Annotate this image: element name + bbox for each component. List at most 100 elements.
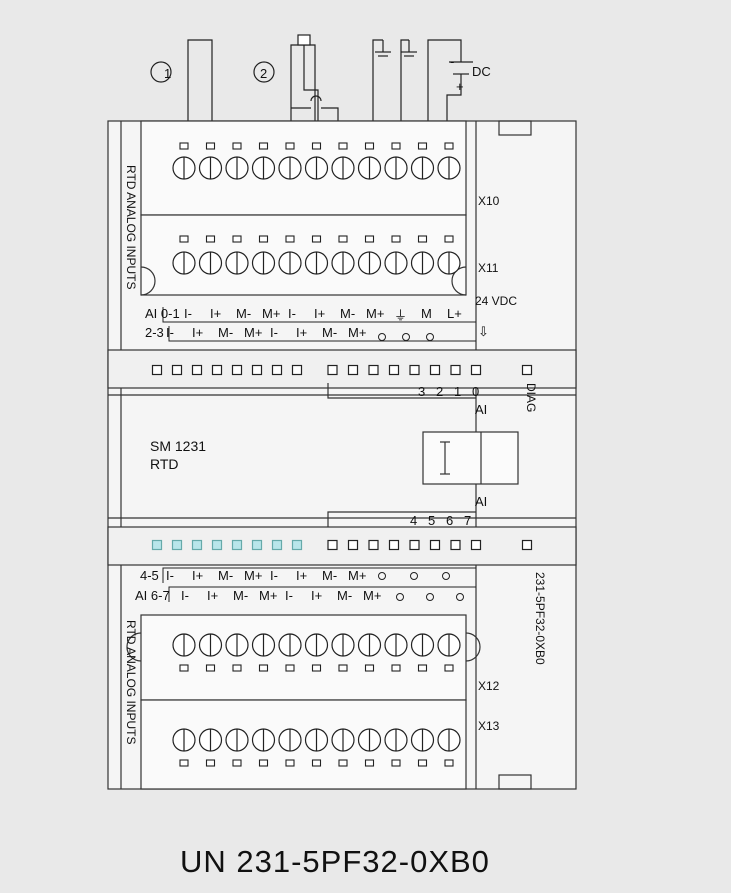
x12-terminal[interactable] xyxy=(198,633,223,672)
x10-terminal[interactable] xyxy=(225,142,249,180)
x10-terminal[interactable] xyxy=(331,142,355,180)
terminal-label: I- xyxy=(288,306,296,321)
ground-icon: ⏚ xyxy=(394,308,407,323)
terminal-label: M- xyxy=(322,568,337,583)
terminal-label: M- xyxy=(218,568,233,583)
x12-terminal[interactable] xyxy=(172,633,196,672)
terminal-label: I+ xyxy=(296,325,307,340)
status-led xyxy=(409,364,420,376)
x11-terminal[interactable] xyxy=(410,235,435,275)
status-led xyxy=(521,364,533,376)
status-led xyxy=(388,364,400,376)
dc-label: DC xyxy=(472,64,491,79)
field-wiring xyxy=(187,34,473,140)
channel-number: 6 xyxy=(446,513,453,528)
x11-terminal[interactable] xyxy=(278,235,302,275)
status-led xyxy=(470,539,482,551)
terminal-labels-ai01: I-I+M-M+I-I+M-M+ xyxy=(184,306,384,321)
terminal-label: I- xyxy=(181,588,189,603)
x12-terminal[interactable] xyxy=(384,633,408,672)
status-led xyxy=(470,364,482,376)
status-led xyxy=(368,539,379,551)
x10-terminal[interactable] xyxy=(251,142,276,180)
terminal-label: I- xyxy=(270,568,278,583)
status-led xyxy=(171,364,183,376)
x13-terminal[interactable] xyxy=(331,728,355,767)
upper-label-frames xyxy=(162,307,476,602)
channel-number: 7 xyxy=(464,513,471,528)
status-led xyxy=(327,364,338,376)
channel-number: 2 xyxy=(436,384,443,399)
terminal-label: I- xyxy=(270,325,278,340)
terminal-label: I+ xyxy=(192,568,203,583)
x13-terminal[interactable] xyxy=(437,728,461,767)
terminal-label: I- xyxy=(184,306,192,321)
terminal-label: I+ xyxy=(311,588,322,603)
connector-x13: X13 xyxy=(478,719,500,733)
x13-terminal[interactable] xyxy=(251,728,276,767)
x10-terminal[interactable] xyxy=(198,142,223,180)
status-led xyxy=(151,364,163,376)
x13-terminal[interactable] xyxy=(198,728,223,767)
x13-terminal[interactable] xyxy=(384,728,408,767)
x12-terminal[interactable] xyxy=(225,633,249,672)
terminal-label: I- xyxy=(166,568,174,583)
x13-terminal[interactable] xyxy=(172,728,196,767)
module-type: RTD xyxy=(150,456,179,472)
callout-2-label: 2 xyxy=(260,66,267,81)
status-led xyxy=(409,539,420,551)
x12-terminal[interactable] xyxy=(251,633,276,672)
row-label-ai01: AI 0-1 xyxy=(145,306,180,321)
x12-terminal[interactable] xyxy=(304,633,329,672)
x12-terminal[interactable] xyxy=(278,633,302,672)
x11-terminal[interactable] xyxy=(357,235,382,275)
channel-number: 3 xyxy=(418,384,425,399)
x13-terminal[interactable] xyxy=(410,728,435,767)
row-label-45: 4-5 xyxy=(140,568,159,583)
status-led xyxy=(211,539,223,551)
x11-terminal[interactable] xyxy=(331,235,355,275)
x13-terminal[interactable] xyxy=(225,728,249,767)
x12-terminal[interactable] xyxy=(437,633,461,672)
x12-terminal[interactable] xyxy=(331,633,355,672)
side-label-upper: RTD ANALOG INPUTS xyxy=(124,165,138,289)
status-led xyxy=(171,539,183,551)
x11-terminal[interactable] xyxy=(198,235,223,275)
x12-terminal[interactable] xyxy=(357,633,382,672)
x10-terminal[interactable] xyxy=(278,142,302,180)
callout-1-label: 1 xyxy=(164,66,171,81)
terminal-labels-23: I-I+M-M+I-I+M-M+ xyxy=(166,325,366,340)
x10-terminal[interactable] xyxy=(172,142,196,180)
x11-terminal[interactable] xyxy=(384,235,408,275)
terminal-labels-ai67: I-I+M-M+I-I+M-M+ xyxy=(181,588,464,603)
unused-terminal-dot xyxy=(410,572,418,580)
dc-plus: + xyxy=(456,79,464,94)
x11-terminal[interactable] xyxy=(437,235,461,275)
channel-number: 5 xyxy=(428,513,435,528)
status-led xyxy=(327,539,338,551)
x10-terminal[interactable] xyxy=(357,142,382,180)
status-led xyxy=(388,539,400,551)
x10-terminal[interactable] xyxy=(410,142,435,180)
terminal-block-x11 xyxy=(172,235,461,275)
status-led xyxy=(191,364,203,376)
dc-minus: - xyxy=(450,54,454,69)
x11-terminal[interactable] xyxy=(172,235,196,275)
x10-terminal[interactable] xyxy=(384,142,408,180)
status-led xyxy=(291,539,303,551)
x13-terminal[interactable] xyxy=(304,728,329,767)
status-led xyxy=(271,539,283,551)
x11-terminal[interactable] xyxy=(304,235,329,275)
connector-x12: X12 xyxy=(478,679,500,693)
x10-terminal[interactable] xyxy=(437,142,461,180)
x13-terminal[interactable] xyxy=(357,728,382,767)
status-led xyxy=(231,364,243,376)
x12-terminal[interactable] xyxy=(410,633,435,672)
x11-terminal[interactable] xyxy=(225,235,249,275)
x10-terminal[interactable] xyxy=(304,142,329,180)
x11-terminal[interactable] xyxy=(251,235,276,275)
x13-terminal[interactable] xyxy=(278,728,302,767)
unused-terminal-dot xyxy=(378,572,386,580)
row-label-ai67: AI 6-7 xyxy=(135,588,170,603)
status-led xyxy=(151,539,163,551)
